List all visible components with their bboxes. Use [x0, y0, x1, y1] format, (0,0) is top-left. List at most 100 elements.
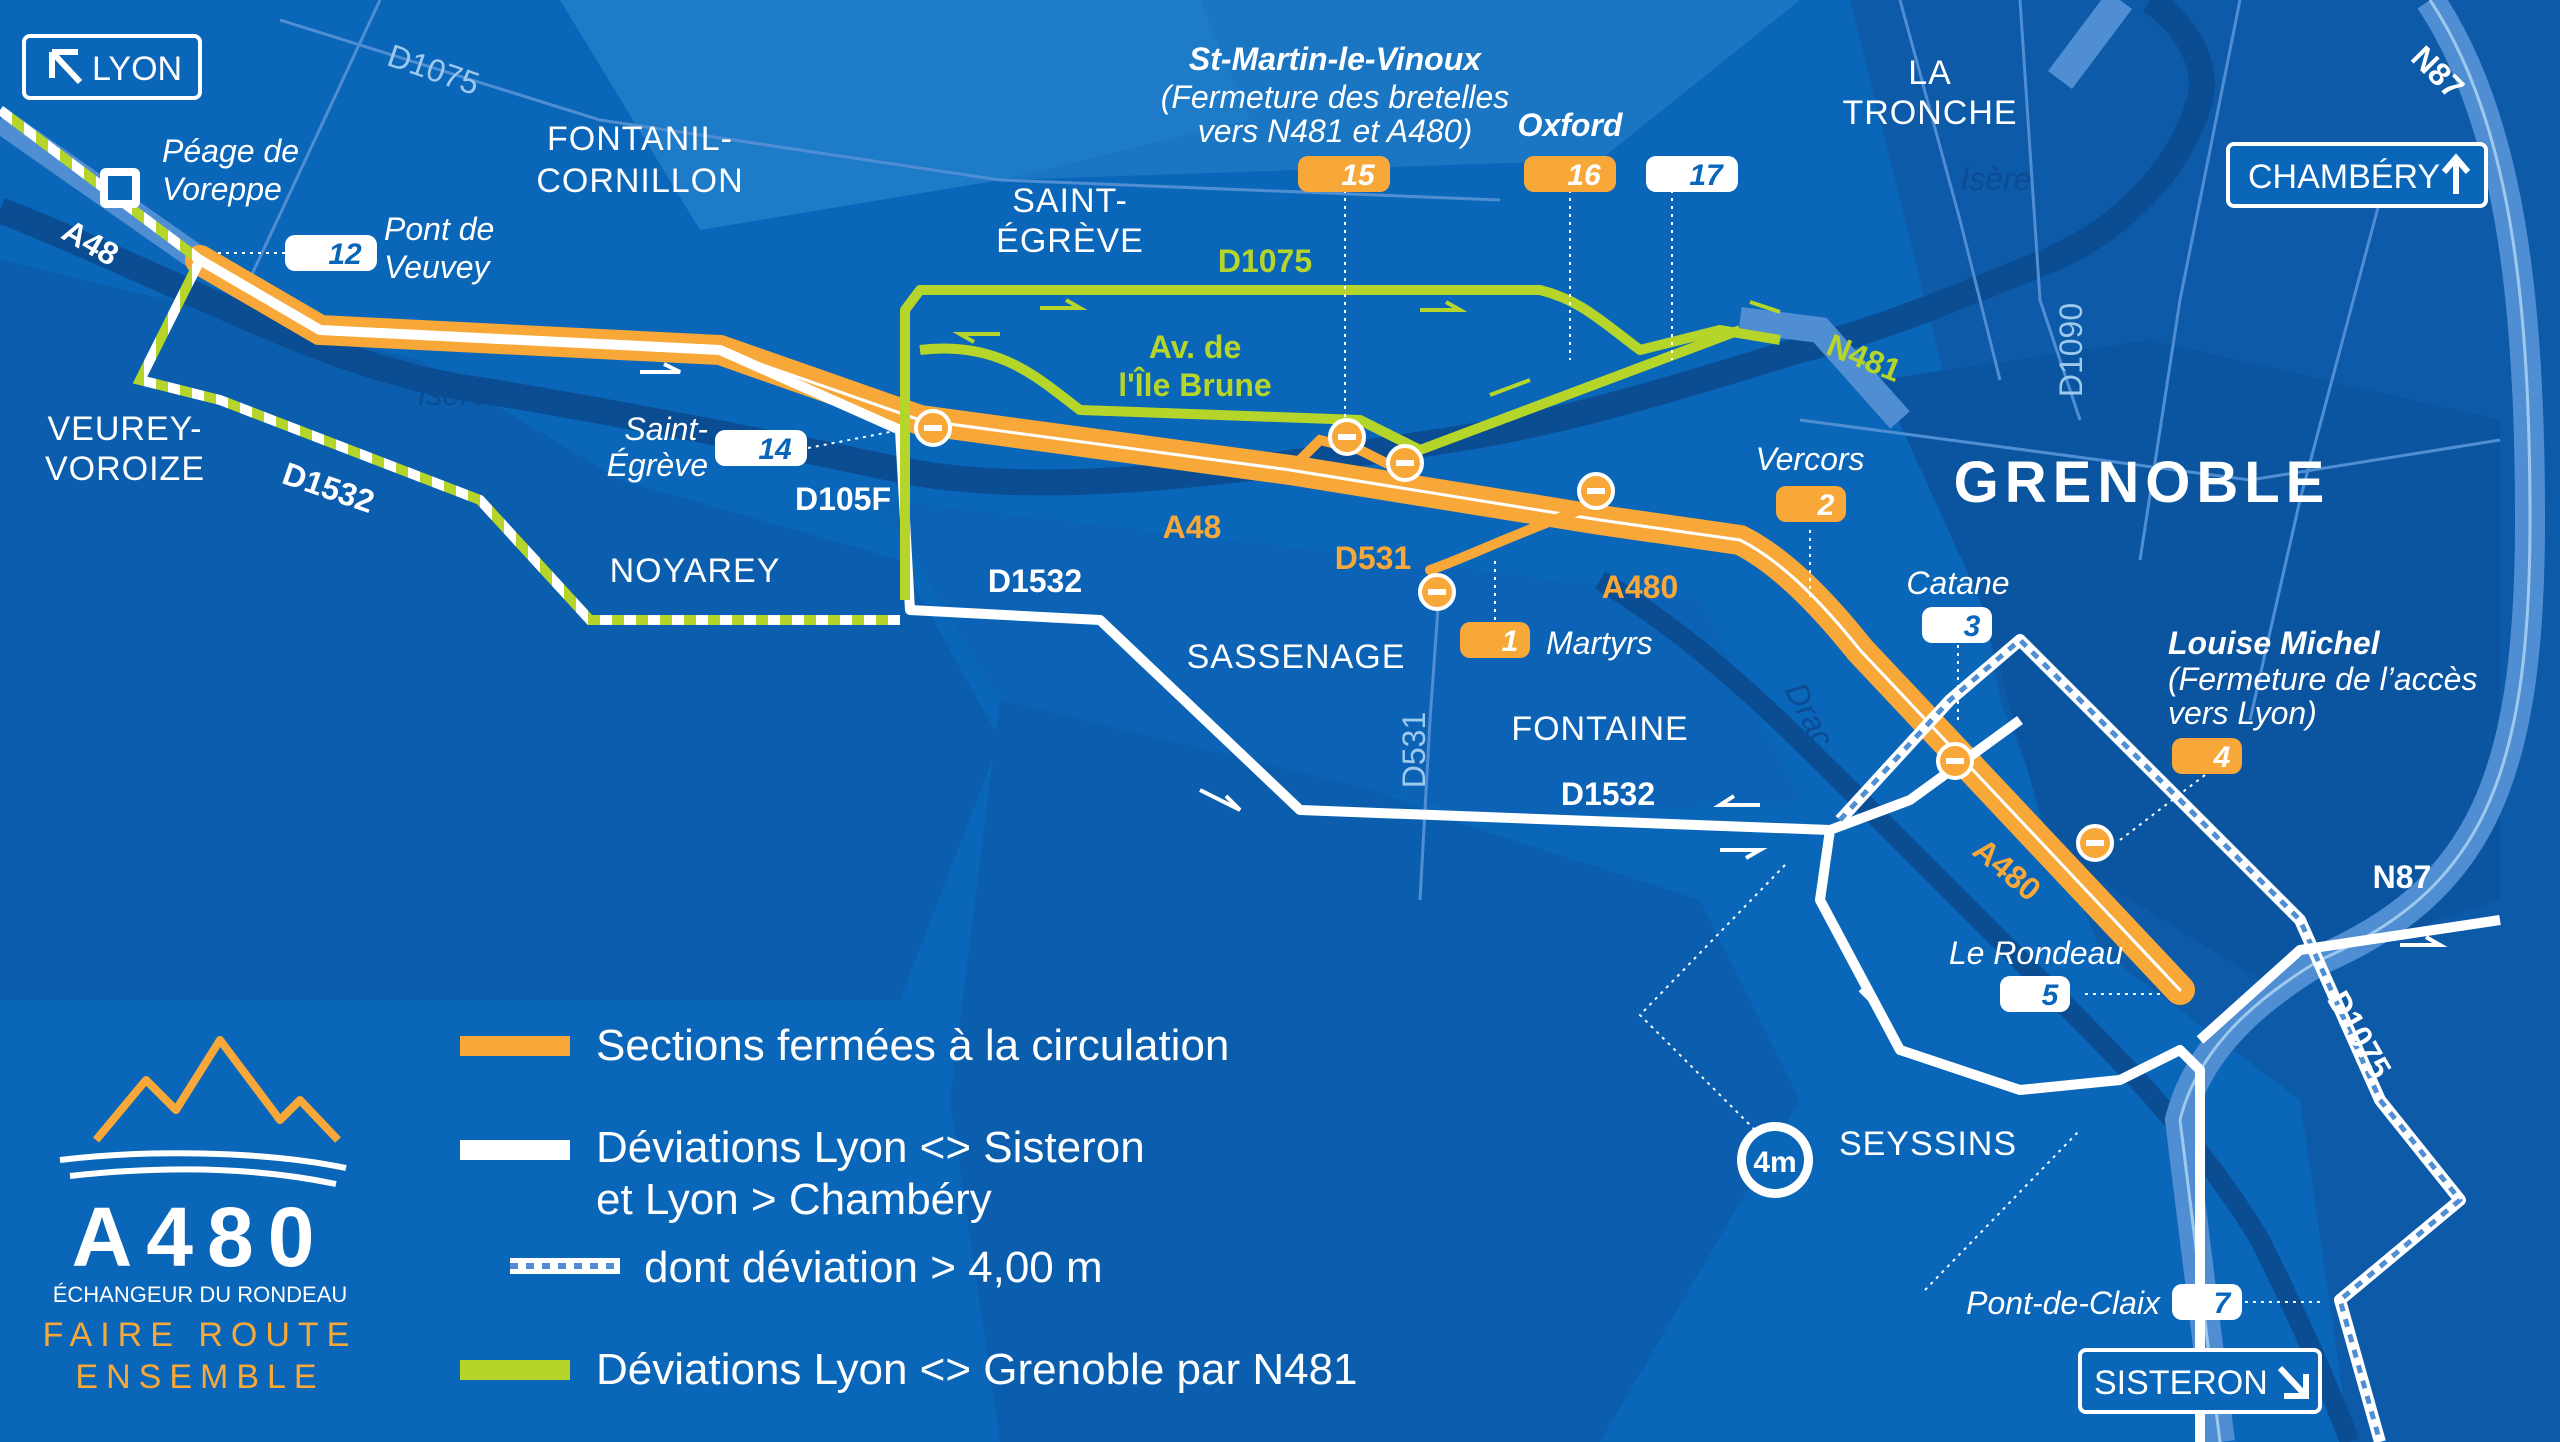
legend-swatch-detour [460, 1140, 570, 1160]
road-av-ile-brune-1: Av. de [1149, 329, 1241, 365]
exit-12-name-1: Pont de [384, 211, 494, 247]
arrow-3 [1713, 794, 1760, 807]
sign-lyon-label: LYON [92, 50, 182, 88]
exit-12-badge: 12 [285, 235, 377, 271]
road-av-ile-brune-2: l'Île Brune [1118, 367, 1271, 403]
peage-1: Péage de [162, 133, 299, 169]
arrow-4 [1720, 848, 1768, 860]
exit-15-title: St-Martin-le-Vinoux [1189, 41, 1482, 77]
detour-n87-right [2196, 915, 2501, 1044]
logo-subtitle: ÉCHANGEUR DU RONDEAU [53, 1282, 348, 1307]
closed-sections [185, 245, 2195, 1005]
closure-marker-4 [1577, 472, 1615, 510]
road-d531-vert [1418, 579, 1442, 901]
road-grid-4 [238, 0, 382, 301]
detour-height [1835, 634, 2501, 1442]
exit-14-name-1: Saint- [624, 411, 708, 447]
town-saint-egreve-2: ÉGRÈVE [996, 222, 1144, 260]
river-isere-west: Isère [417, 376, 488, 412]
town-fontaine: FONTAINE [1511, 710, 1688, 748]
land-north-hills [560, 0, 1250, 230]
road-d531-vertical: D531 [1396, 712, 1432, 789]
sign-chambery-label: CHAMBÉRY [2248, 158, 2440, 196]
road-grid-5 [1799, 418, 2501, 482]
town-veurey-2: VOROIZE [45, 450, 205, 488]
exit-3-name: Catane [1906, 565, 2009, 601]
exit-2-name: Vercors [1755, 441, 1864, 477]
exit-12-num: 12 [328, 238, 362, 271]
river-isere-east: Isère [1960, 161, 2031, 197]
closure-marker-5 [1418, 573, 1456, 611]
town-veurey-1: VEUREY- [47, 410, 202, 448]
arrow-northwest-icon [49, 49, 83, 85]
exit-3-badge: 3 [1922, 607, 1992, 643]
logo-slogan-2: ENSEMBLE [75, 1358, 324, 1396]
arrow-1 [640, 362, 681, 374]
detour-check-west [132, 257, 900, 625]
detour-height-dash [1838, 637, 2463, 1442]
closure-marker-2 [1328, 418, 1366, 456]
road-d1090: D1090 [2053, 303, 2089, 397]
road-a48-mid: A48 [1163, 509, 1222, 545]
exit-5-name: Le Rondeau [1949, 935, 2124, 971]
road-d1075-green: D1075 [1218, 243, 1312, 279]
exit-14-num: 14 [758, 433, 792, 466]
exit-badges: 12 14 15 16 17 2 1 3 4 5 7 [285, 156, 2242, 1320]
exit-15-badge: 15 [1298, 156, 1390, 192]
land-sassenage [880, 500, 1800, 820]
exit-15-note-1: (Fermeture des bretelles [1161, 79, 1510, 115]
exit-12-name-2: Veuvey [384, 249, 492, 285]
exit-3-num: 3 [1964, 610, 1981, 643]
closure-markers [914, 409, 2114, 862]
exit-4-note-2: vers Lyon) [2168, 695, 2317, 731]
town-la-tronche-1: LA [1908, 54, 1952, 92]
road-d1090 [2018, 0, 2082, 421]
exit-7-num: 7 [2214, 1287, 2232, 1320]
legend-detour-2: et Lyon > Chambéry [596, 1175, 992, 1224]
exit-15-num: 15 [1341, 159, 1376, 192]
town-fontanil-2: CORNILLON [536, 162, 743, 200]
land-south-hills [950, 700, 1800, 1442]
exit-5-badge: 5 [2000, 976, 2070, 1012]
legend-swatch-n481 [460, 1360, 570, 1380]
logo: A480 ÉCHANGEUR DU RONDEAU FAIRE ROUTE EN… [43, 1036, 358, 1396]
town-fontanil-1: FONTANIL- [547, 120, 733, 158]
arrow-green-1 [1040, 298, 1088, 310]
toll-voreppe [100, 168, 140, 208]
exit-2-num: 2 [1817, 489, 1835, 522]
height-limit-sign: 4m [1737, 1122, 1813, 1198]
logo-slogan-1: FAIRE ROUTE [43, 1316, 358, 1354]
legend-detour-1: Déviations Lyon <> Sisteron [596, 1123, 1145, 1172]
exit-15-note-2: vers N481 et A480) [1198, 113, 1473, 149]
legend-closed: Sections fermées à la circulation [596, 1021, 1229, 1070]
exit-5-num: 5 [2042, 979, 2060, 1012]
exit-17-badge: 17 [1646, 156, 1738, 192]
n481 [1738, 307, 1910, 429]
road-grid-1 [1898, 0, 2002, 381]
road-grid-3 [2248, 199, 2382, 721]
legend-swatch-closed [460, 1036, 570, 1056]
sign-sisteron: SISTERON [2078, 1348, 2322, 1414]
closed-ramp-d531 [1425, 505, 1585, 575]
exit-7-name: Pont-de-Claix [1966, 1285, 2161, 1321]
legend: Sections fermées à la circulation Déviat… [460, 1021, 1358, 1394]
exit-4-badge: 4 [2172, 738, 2242, 774]
town-labels: FONTANIL- CORNILLON SAINT- ÉGRÈVE VEUREY… [45, 54, 2324, 1163]
direction-arrows [640, 362, 2448, 1012]
exit-1-num: 1 [1502, 625, 1519, 658]
closed-a48-line [198, 258, 2182, 992]
arrow-green-5 [1749, 300, 1781, 314]
town-saint-egreve-1: SAINT- [1012, 182, 1128, 220]
road-n87-right: N87 [2373, 859, 2432, 895]
arrow-southeast-icon [2277, 1365, 2309, 1399]
leader-height-a [1638, 864, 1786, 1131]
arrow-5 [1858, 988, 1882, 1012]
direction-signs: LYON CHAMBÉRY SISTERON [22, 34, 2488, 1414]
town-sassenage: SASSENAGE [1187, 638, 1406, 676]
detour-green-ile-brune [919, 325, 1742, 455]
exit-4-num: 4 [2213, 741, 2231, 774]
arrow-green-3 [1420, 300, 1468, 312]
legend-detour-height: dont déviation > 4,00 m [644, 1243, 1103, 1292]
